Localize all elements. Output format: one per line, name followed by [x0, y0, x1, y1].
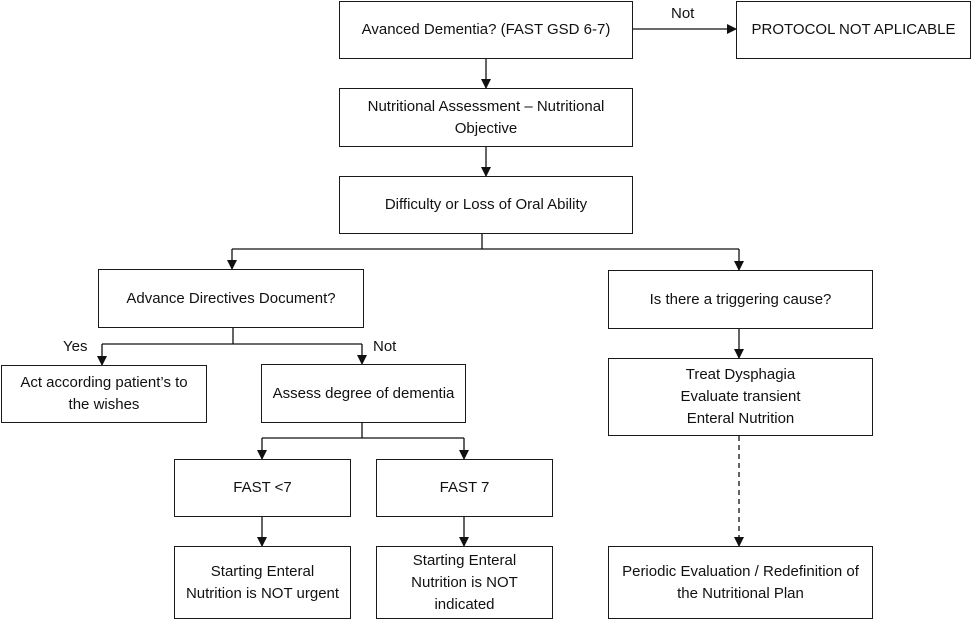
node-protocol-not-applicable: PROTOCOL NOT APLICABLE: [736, 1, 971, 59]
node-periodic-evaluation: Periodic Evaluation / Redefinition of th…: [608, 546, 873, 619]
node-fast-7: FAST 7: [376, 459, 553, 517]
edge-label-not-top: Not: [671, 5, 695, 22]
node-advance-directives: Advance Directives Document?: [98, 269, 364, 328]
node-treat-dysphagia: Treat Dysphagia Evaluate transient Enter…: [608, 358, 873, 436]
branch-assess: [262, 423, 464, 439]
edge-label-yes: Yes: [63, 338, 88, 355]
node-enteral-not-urgent: Starting Enteral Nutrition is NOT urgent: [174, 546, 351, 619]
node-enteral-not-indicated: Starting Enteral Nutrition is NOT indica…: [376, 546, 553, 619]
node-fast-lt7: FAST <7: [174, 459, 351, 517]
branch-advance-directives: [102, 328, 362, 345]
node-triggering-cause: Is there a triggering cause?: [608, 270, 873, 329]
branch-difficulty: [232, 234, 739, 250]
node-act-according: Act according patient’s to the wishes: [1, 365, 207, 423]
edge-label-not-left: Not: [373, 338, 397, 355]
node-advanced-dementia: Avanced Dementia? (FAST GSD 6-7): [339, 1, 633, 59]
node-nutritional-assessment: Nutritional Assessment – Nutritional Obj…: [339, 88, 633, 147]
node-assess-degree: Assess degree of dementia: [261, 364, 466, 423]
node-difficulty-oral: Difficulty or Loss of Oral Ability: [339, 176, 633, 234]
